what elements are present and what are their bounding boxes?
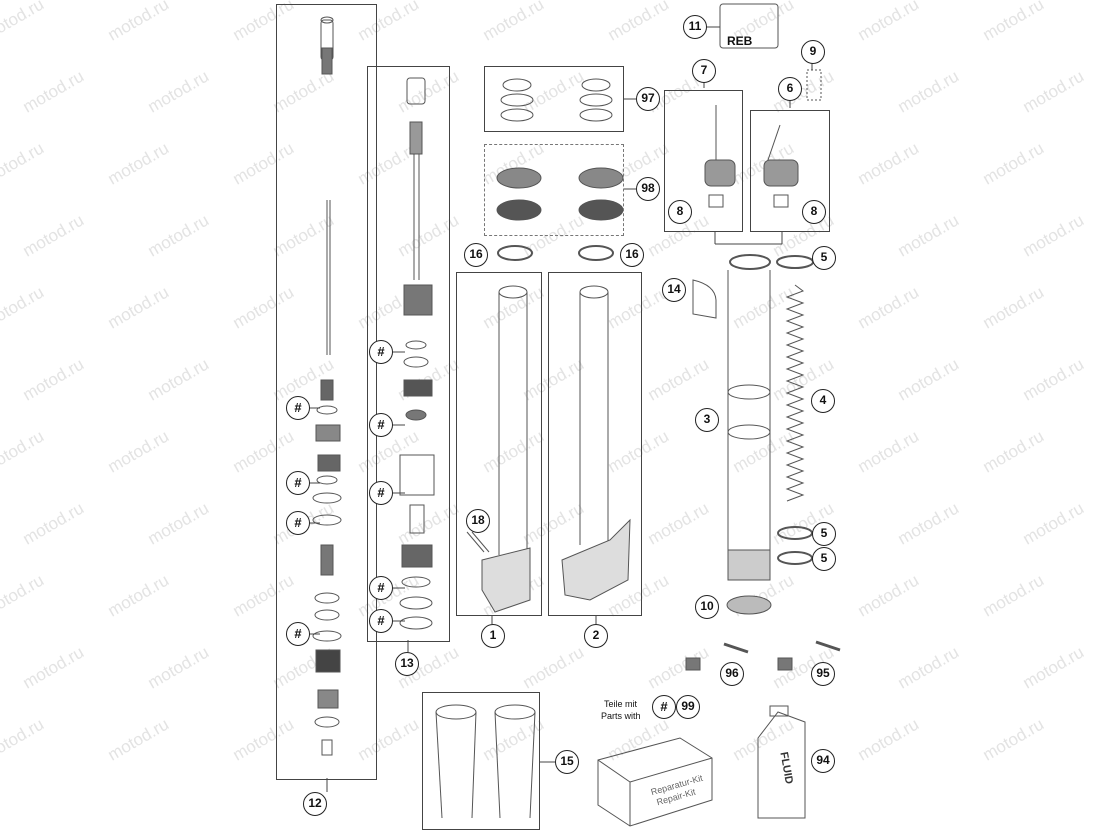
teile-mit-label: Teile mit	[604, 699, 638, 709]
callout-14: 14	[662, 278, 686, 302]
callout-10: 10	[695, 595, 719, 619]
frame-7	[664, 90, 743, 232]
frame-1	[456, 272, 542, 616]
callout-9: 9	[801, 40, 825, 64]
callout-98: 98	[636, 177, 660, 201]
frame-97	[484, 66, 624, 132]
callout-3: 3	[695, 408, 719, 432]
rings-97	[500, 78, 613, 122]
callout-5: 5	[812, 246, 836, 270]
callout-13: 13	[395, 652, 419, 676]
inner-tube-3	[727, 254, 771, 581]
callout-11: 11	[683, 15, 707, 39]
seals-98	[496, 167, 624, 221]
hash-callout: #	[286, 511, 310, 535]
fork-cap-7	[704, 105, 736, 208]
callout-94: 94	[811, 749, 835, 773]
outer-tube-2	[561, 285, 631, 601]
tubes-15	[435, 704, 536, 819]
frame-6	[750, 110, 830, 232]
hash-callout: #	[369, 413, 393, 437]
callout-5: 5	[812, 522, 836, 546]
repair-kit-box	[597, 737, 713, 827]
callout-8: 8	[802, 200, 826, 224]
fluid-can	[757, 705, 806, 819]
hash-callout: #	[369, 481, 393, 505]
hash-callout: #	[369, 576, 393, 600]
callout-95: 95	[811, 662, 835, 686]
callout-5: 5	[812, 547, 836, 571]
callout-96: 96	[720, 662, 744, 686]
callout-18: 18	[466, 509, 490, 533]
hash-callout: #	[369, 609, 393, 633]
frame-13	[367, 66, 450, 642]
reb-label: REB	[727, 34, 753, 48]
callout-15: 15	[555, 750, 579, 774]
spring-4	[785, 284, 805, 502]
callout-16: 16	[620, 243, 644, 267]
hash-callout: #	[286, 622, 310, 646]
callout-16: 16	[464, 243, 488, 267]
callout-99: 99	[676, 695, 700, 719]
fork-cap-6	[763, 124, 799, 208]
frame-2	[548, 272, 642, 616]
callout-7: 7	[692, 59, 716, 83]
callout-6: 6	[778, 77, 802, 101]
outer-tube-1	[466, 285, 531, 613]
callout-4: 4	[811, 389, 835, 413]
hash-callout: #	[369, 340, 393, 364]
parts-with-label: Parts with	[601, 711, 641, 721]
callout-12: 12	[303, 792, 327, 816]
frame-98	[484, 144, 624, 236]
hash-callout: #	[286, 396, 310, 420]
hash-callout: #	[286, 471, 310, 495]
hash-callout: #	[652, 695, 676, 719]
callout-1: 1	[481, 624, 505, 648]
frame-15	[422, 692, 540, 830]
frame-12	[276, 4, 377, 780]
callout-2: 2	[584, 624, 608, 648]
cartridge-parts-12	[312, 16, 342, 756]
damper-parts-13	[399, 77, 435, 630]
callout-8: 8	[668, 200, 692, 224]
callout-97: 97	[636, 87, 660, 111]
